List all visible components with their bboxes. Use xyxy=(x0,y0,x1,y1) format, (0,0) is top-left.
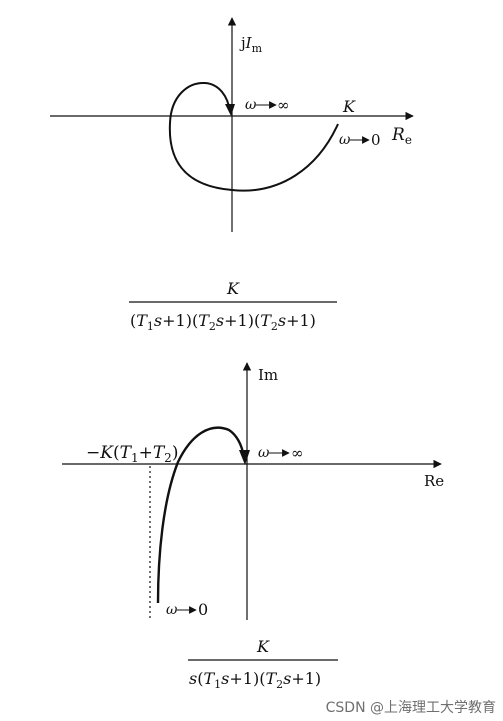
curve-arrowhead xyxy=(225,104,235,116)
svg-text:0: 0 xyxy=(198,600,208,619)
svg-text:ω: ω xyxy=(339,132,351,148)
omega-to-infinity-label-2: ω ∞ xyxy=(258,444,304,462)
nyquist-curve-2 xyxy=(156,426,246,604)
omega-to-zero-label-2: ω 0 xyxy=(166,600,208,619)
point-k-label: K xyxy=(342,97,356,116)
real-axis-label-2: Re xyxy=(424,472,444,490)
svg-text:ω: ω xyxy=(245,97,257,113)
nyquist-plot-type-3: jIm Re K ω ∞ ω 0 K (T1s+1)(T2s+1)(T2s+1) xyxy=(50,17,414,333)
tf2-denominator: s(T1s+1)(T2s+1) xyxy=(189,669,321,691)
imag-axis-label-2: Im xyxy=(258,366,278,384)
real-axis-label: Re xyxy=(391,125,412,147)
svg-text:ω: ω xyxy=(166,602,178,618)
nyquist-curve xyxy=(168,81,339,192)
tf1-numerator: K xyxy=(226,279,240,298)
imag-axis-label: jIm xyxy=(239,34,263,55)
transfer-function-1: K (T1s+1)(T2s+1)(T2s+1) xyxy=(129,279,337,333)
nyquist-plot-type-1: Im Re −K(T1+T2) ω ∞ ω 0 K s(T1s+1)(T2s+1… xyxy=(62,362,444,691)
curve-arrowhead-2 xyxy=(239,450,250,465)
csdn-watermark: CSDN @上海理工大学教育 xyxy=(326,700,496,716)
omega-to-infinity-label: ω ∞ xyxy=(245,96,290,114)
svg-text:∞: ∞ xyxy=(277,96,290,114)
svg-text:ω: ω xyxy=(258,445,270,461)
tf1-denominator: (T1s+1)(T2s+1)(T2s+1) xyxy=(130,311,316,333)
transfer-function-2: K s(T1s+1)(T2s+1) xyxy=(188,637,338,691)
tf2-numerator: K xyxy=(256,637,270,656)
svg-text:0: 0 xyxy=(371,131,381,149)
omega-to-zero-label: ω 0 xyxy=(339,131,381,149)
svg-text:∞: ∞ xyxy=(291,444,304,462)
asymptote-label: −K(T1+T2) xyxy=(86,443,178,465)
